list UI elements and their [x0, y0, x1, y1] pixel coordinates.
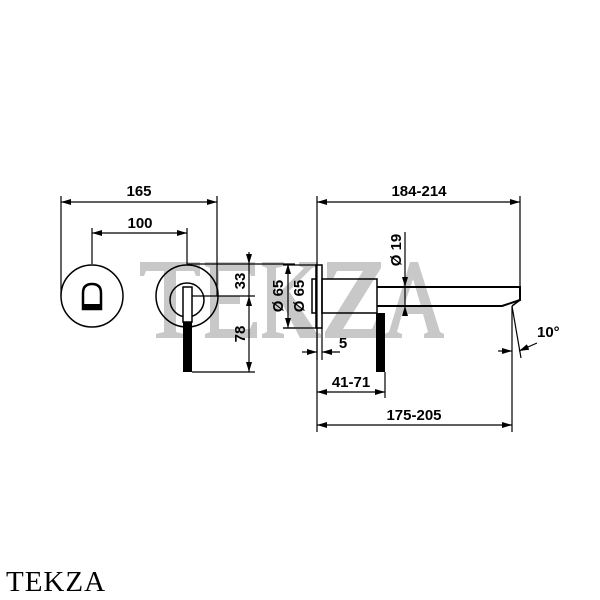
front-view — [60, 196, 295, 373]
label-33: 33 — [232, 273, 249, 290]
side-view — [283, 196, 538, 432]
valve-body — [321, 278, 378, 314]
label-diameter-65-side: Ø 65 — [291, 280, 308, 313]
brand-logo: TEKZA — [6, 566, 107, 598]
lever-side — [376, 313, 385, 372]
label-41-71: 41-71 — [332, 374, 370, 391]
sensor-icon — [81, 282, 103, 311]
label-5: 5 — [339, 335, 347, 352]
lever — [182, 286, 193, 323]
control-plate-left — [60, 264, 124, 328]
label-100: 100 — [127, 215, 152, 232]
label-diameter-19: Ø 19 — [388, 234, 405, 267]
label-184-214: 184-214 — [391, 183, 447, 200]
label-diameter-65-front: Ø 65 — [270, 280, 287, 313]
lever-grip — [183, 322, 192, 372]
label-78: 78 — [232, 326, 249, 343]
label-10-degrees: 10° — [537, 324, 560, 341]
label-165: 165 — [126, 183, 151, 200]
label-175-205: 175-205 — [386, 407, 441, 424]
